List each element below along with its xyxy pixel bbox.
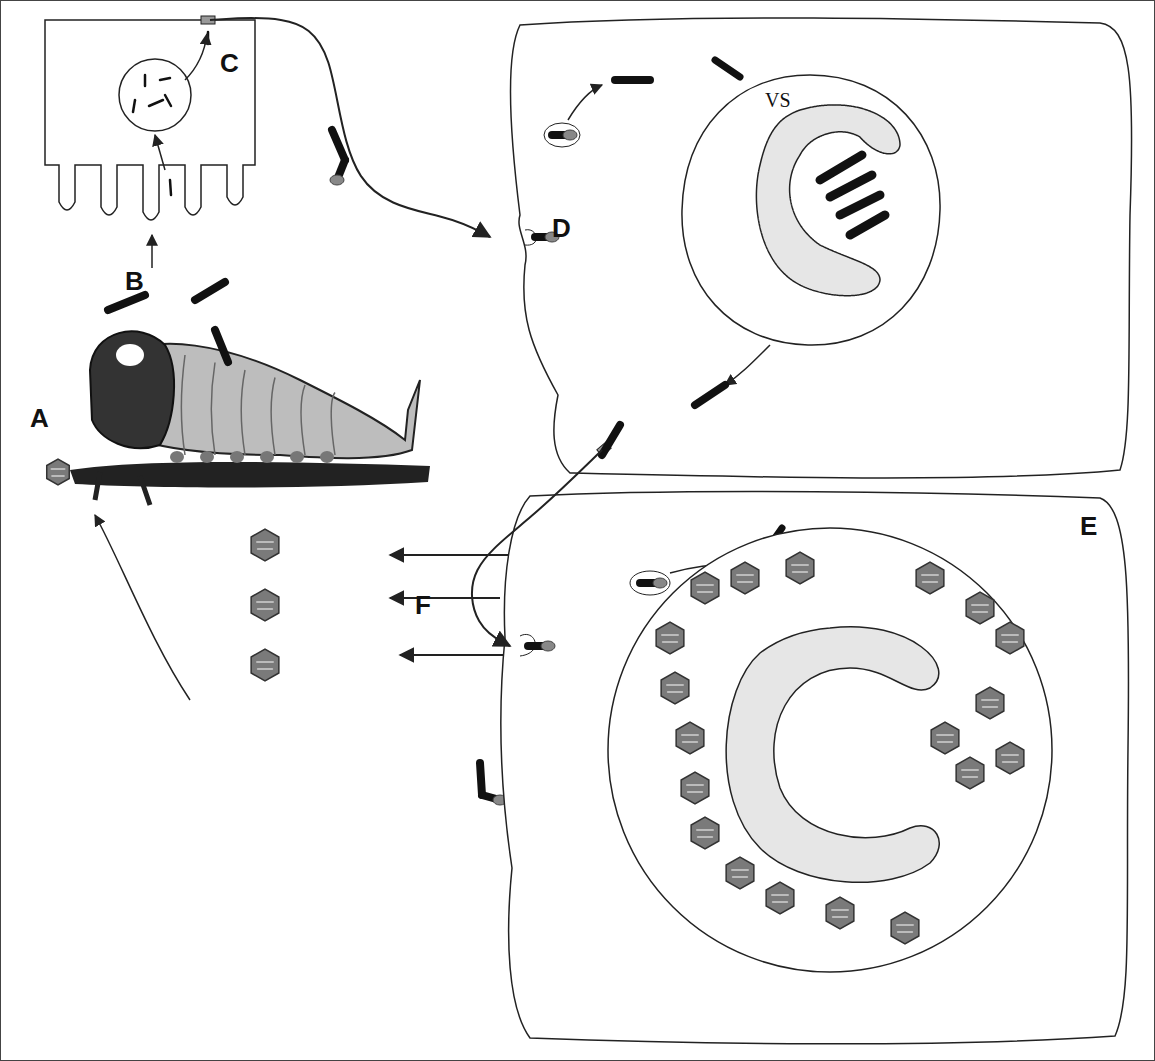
polyhedron — [931, 722, 959, 754]
process-arrow — [568, 85, 602, 120]
nucleocapsid — [133, 100, 135, 112]
polyhedron — [661, 672, 689, 704]
stage-letter: B — [125, 268, 144, 294]
nucleocapsid — [165, 95, 171, 106]
virion-rod — [332, 130, 345, 160]
process-arrow — [185, 34, 207, 80]
polyhedron — [996, 622, 1024, 654]
infection-arrow — [472, 450, 602, 646]
virion-rod — [602, 425, 620, 455]
virion-rod — [830, 175, 872, 197]
nucleocapsid — [170, 180, 171, 195]
budded-virion — [330, 160, 345, 185]
nucleocapsid — [149, 100, 163, 106]
polyhedron — [676, 722, 704, 754]
polyhedron — [916, 562, 944, 594]
process-arrow — [155, 135, 165, 170]
cell-outline — [490, 488, 1130, 1048]
stage-letter: A — [30, 405, 49, 431]
polyhedron — [731, 562, 759, 594]
polyhedron — [726, 857, 754, 889]
process-arrow — [95, 515, 190, 700]
cell-outline — [680, 75, 940, 345]
budded-virion — [552, 130, 577, 140]
midgut-cell: C — [45, 20, 255, 235]
virion-rod — [615, 76, 650, 84]
virion-rod — [715, 60, 740, 77]
release-arrow — [390, 554, 520, 556]
virion-rod — [695, 385, 725, 405]
polyhedron — [251, 649, 279, 681]
release-arrow — [400, 654, 520, 656]
polyhedron — [891, 912, 919, 944]
stage-letter: F — [415, 592, 431, 618]
host-cell: E — [490, 488, 1130, 1048]
process-arrow — [151, 235, 153, 268]
process-arrow — [725, 345, 770, 385]
polyhedron — [976, 687, 1004, 719]
stage-letter: D — [552, 215, 571, 241]
infection-arrow — [210, 18, 490, 237]
stage-letter: VS — [765, 90, 791, 110]
polyhedron — [966, 592, 994, 624]
nucleocapsid — [144, 75, 147, 86]
polyhedron — [251, 589, 279, 621]
polyhedron — [656, 622, 684, 654]
virion-rod — [840, 195, 880, 215]
polyhedron — [47, 459, 70, 485]
polyhedron — [826, 897, 854, 929]
polyhedron — [956, 757, 984, 789]
budded-virion — [640, 578, 667, 588]
stage-letter: C — [220, 50, 239, 76]
virion-rod — [195, 282, 225, 300]
polyhedron — [766, 882, 794, 914]
virion-rod — [480, 763, 482, 795]
virion-rod — [820, 155, 862, 180]
polyhedron — [691, 572, 719, 604]
virion-rod — [850, 215, 885, 235]
virion-rod — [215, 330, 228, 362]
polyhedron — [691, 817, 719, 849]
host-cell: D VS — [490, 15, 1130, 480]
nucleocapsid — [160, 78, 170, 80]
caterpillar — [70, 331, 430, 505]
polyhedron — [681, 772, 709, 804]
stage-letter: E — [1080, 513, 1097, 539]
virion-rod — [108, 295, 145, 310]
polyhedron — [786, 552, 814, 584]
budded-virion — [528, 641, 555, 651]
release-arrow — [390, 597, 500, 599]
cell-nucleus: VS — [680, 75, 940, 345]
polyhedron — [996, 742, 1024, 774]
polyhedron — [251, 529, 279, 561]
